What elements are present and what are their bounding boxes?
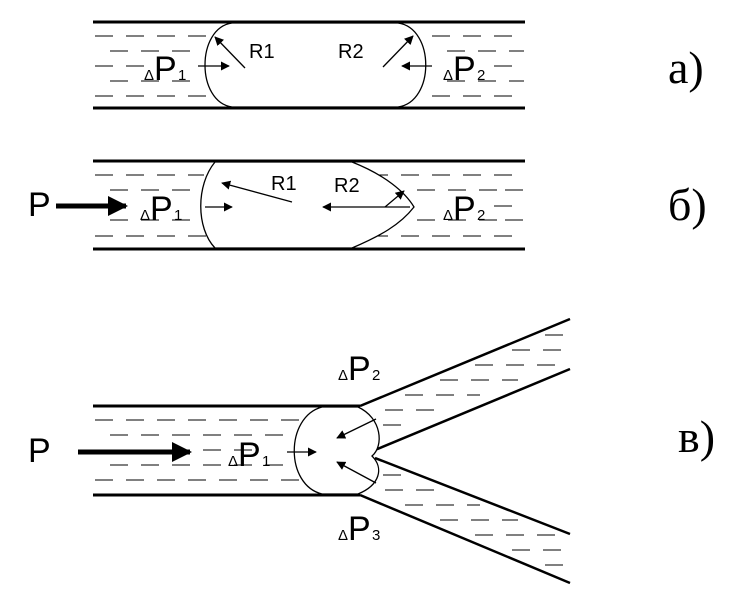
r2-label: R2 (338, 41, 364, 63)
svg-text:3: 3 (372, 527, 380, 544)
svg-text:P: P (238, 436, 261, 474)
radius-r2-arrow (382, 35, 414, 68)
liquid-hatching-right (370, 174, 523, 237)
svg-text:2: 2 (477, 67, 485, 84)
svg-text:2: 2 (477, 207, 485, 224)
svg-text:2: 2 (372, 367, 380, 384)
dp3-label: Δ P 3 (338, 510, 380, 548)
svg-text:Δ: Δ (338, 367, 348, 384)
dp2-label: Δ P 2 (338, 350, 380, 388)
svg-text:P: P (453, 190, 476, 228)
panel-tag-a: а) (668, 42, 704, 93)
panel-b: R1 R2 P Δ P 1 Δ P 2 б) (28, 159, 707, 251)
bubble-outline (293, 406, 380, 495)
pressure-arrow-upper (336, 418, 377, 439)
upper-branch-outer-wall (359, 317, 571, 408)
svg-text:P: P (348, 350, 371, 388)
liquid-hatching-lower-branch (383, 474, 563, 566)
lower-branch-outer-wall (359, 493, 571, 585)
svg-text:1: 1 (262, 453, 270, 470)
svg-text:P: P (150, 190, 173, 228)
svg-text:Δ: Δ (228, 453, 238, 470)
liquid-hatching-main (95, 419, 299, 481)
liquid-hatching-upper-branch (383, 334, 563, 426)
svg-text:1: 1 (178, 67, 186, 84)
svg-text:P: P (154, 50, 177, 88)
radius-r2-arrow (384, 190, 405, 208)
svg-text:Δ: Δ (443, 67, 453, 84)
dp1-label: Δ P 1 (144, 50, 186, 88)
panel-c: P Δ P 1 Δ P 2 Δ P 3 в) (28, 317, 715, 585)
bubble-outline (204, 22, 427, 108)
liquid-hatching-right (432, 35, 524, 97)
panel-tag-c: в) (678, 411, 715, 462)
dp1-label: Δ P 1 (228, 436, 270, 474)
upper-branch-inner-wall (374, 367, 571, 452)
svg-text:Δ: Δ (338, 527, 348, 544)
dp1-label: Δ P 1 (140, 190, 182, 228)
r1-label: R1 (271, 173, 297, 195)
svg-text:P: P (348, 510, 371, 548)
panel-tag-b: б) (668, 179, 707, 230)
pressure-arrow-lower (336, 461, 377, 484)
r1-label: R1 (249, 41, 275, 63)
svg-text:Δ: Δ (443, 207, 453, 224)
liquid-hatching-left (95, 35, 206, 97)
svg-text:1: 1 (174, 207, 182, 224)
applied-pressure-label: P (28, 186, 51, 224)
svg-text:Δ: Δ (140, 207, 150, 224)
dp2-label: Δ P 2 (443, 50, 485, 88)
applied-pressure-label: P (28, 432, 51, 470)
svg-text:P: P (453, 50, 476, 88)
dp2-label: Δ P 2 (443, 190, 485, 228)
panel-a: R1 R2 Δ P 1 Δ P 2 а) (93, 20, 704, 110)
radius-r1-arrow (221, 180, 293, 203)
radius-r1-arrow (214, 36, 246, 69)
bubble-outline (200, 161, 415, 249)
svg-text:Δ: Δ (144, 67, 154, 84)
r2-label: R2 (334, 175, 360, 197)
lower-branch-inner-wall (374, 456, 571, 536)
liquid-hatching-left (95, 174, 206, 237)
